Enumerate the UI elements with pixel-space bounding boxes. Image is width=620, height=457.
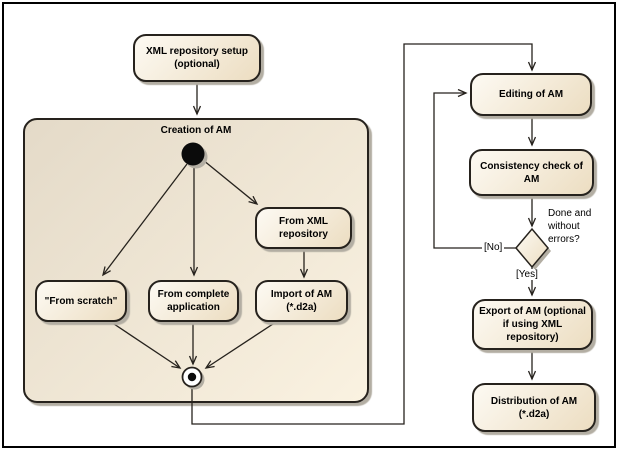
activity-export-of-am: Export of AM (optional if using XML repo…	[472, 299, 593, 350]
activity-consistency-check: Consistency check of AM	[469, 149, 594, 196]
activity-label: From complete application	[157, 289, 230, 313]
activity-label: Consistency check of AM	[480, 160, 583, 185]
guard-label-yes: [Yes]	[514, 269, 540, 280]
connector-final-to-editing	[191, 43, 532, 425]
connector-initial-to-from-xml	[202, 159, 257, 204]
connector-decision-no-loop-to-editing	[433, 93, 516, 249]
activity-label: From XML repository	[279, 216, 328, 240]
activity-label: Export of AM (optional if using XML repo…	[479, 306, 586, 343]
activity-label: "From scratch"	[44, 295, 118, 307]
decision-diamond	[515, 227, 549, 269]
activity-distribution-of-am: Distribution of AM (*.d2a)	[472, 383, 596, 432]
activity-from-scratch: "From scratch"	[35, 280, 127, 322]
connector-initial-to-from-scratch	[103, 163, 188, 275]
activity-xml-repository-setup: XML repository setup (optional)	[133, 34, 261, 82]
diagram-frame	[2, 2, 616, 448]
activity-label: Distribution of AM (*.d2a)	[490, 395, 578, 420]
connector-from-scratch-to-final	[110, 321, 180, 368]
activity-label: Import of AM (*.d2a)	[270, 289, 333, 313]
initial-node	[181, 142, 205, 166]
activity-label: Editing of AM	[498, 89, 564, 100]
final-node-dot	[187, 372, 197, 382]
decision-question-text: Done and without errors?	[548, 208, 592, 245]
composite-activity-title: Creation of AM	[160, 125, 232, 136]
activity-from-xml-repository: From XML repository	[255, 207, 352, 249]
activity-from-complete-application: From complete application	[148, 280, 239, 322]
activity-import-of-am: Import of AM (*.d2a)	[255, 280, 348, 322]
connector-import-to-final	[206, 321, 277, 368]
activity-editing-of-am: Editing of AM	[470, 73, 592, 116]
activity-label: XML repository setup (optional)	[145, 46, 249, 70]
guard-label-no: [No]	[482, 242, 505, 253]
